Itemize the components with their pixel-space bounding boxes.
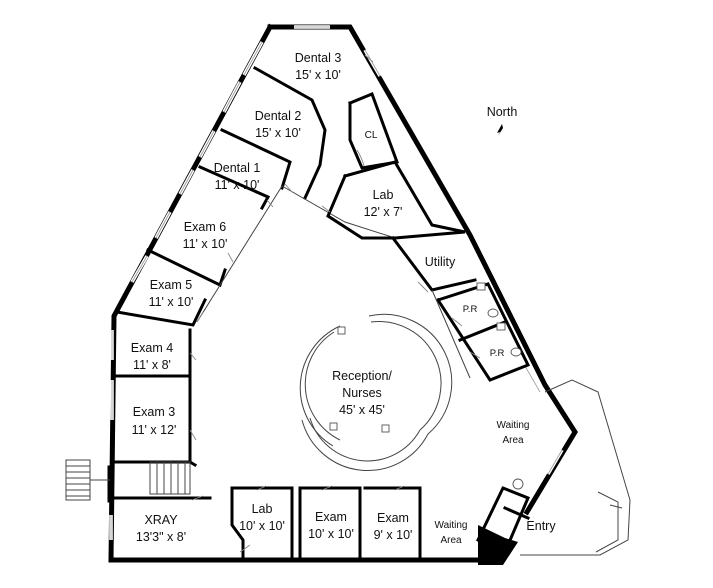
room-exam3-size: 11' x 12' — [132, 423, 177, 437]
room-exam4-size: 11' x 8' — [133, 358, 171, 372]
room-lab-top-size: 12' x 7' — [364, 205, 403, 219]
room-cl-name: CL — [365, 130, 378, 141]
room-exam3-name: Exam 3 — [133, 405, 175, 419]
room-entry-name: Entry — [526, 519, 556, 533]
room-waiting-bottom-line2: Area — [440, 535, 462, 546]
entry-deck — [520, 379, 631, 556]
room-dental1-size: 11' x 10' — [215, 178, 260, 192]
room-exam5-name: Exam 5 — [150, 278, 192, 292]
room-xray-name: XRAY — [144, 513, 178, 527]
entry-stair-block — [478, 525, 518, 565]
room-waiting-bottom-line1: Waiting — [435, 520, 468, 531]
stairs-left — [65, 459, 191, 501]
compass-label: North — [487, 105, 518, 119]
room-exam5-size: 11' x 10' — [149, 295, 194, 309]
door-swings — [189, 54, 481, 553]
room-exam-a-name: Exam — [315, 510, 347, 524]
room-pr2-name: P.R — [490, 348, 505, 359]
room-exam6-name: Exam 6 — [184, 220, 226, 234]
restroom-fixtures — [476, 282, 524, 490]
room-lab-bottom-size: 10' x 10' — [239, 519, 285, 533]
room-lab-top-name: Lab — [373, 188, 394, 202]
room-reception-line1: Reception/ — [332, 369, 392, 383]
room-exam-a-size: 10' x 10' — [308, 527, 354, 541]
room-waiting-right-line2: Area — [502, 435, 524, 446]
room-lab-bottom-name: Lab — [252, 502, 273, 516]
room-exam6-size: 11' x 10' — [183, 237, 228, 251]
room-xray-size: 13'3" x 8' — [136, 530, 186, 544]
room-reception-line2: Nurses — [342, 386, 382, 400]
room-labels: Dental 3 15' x 10' Dental 2 15' x 10' CL… — [131, 51, 557, 546]
room-utility-name: Utility — [425, 255, 456, 269]
room-exam-b-name: Exam — [377, 511, 409, 525]
windows — [109, 25, 564, 540]
room-exam4-name: Exam 4 — [131, 341, 173, 355]
interior-walls — [110, 65, 531, 562]
north-compass: North — [487, 105, 518, 136]
room-dental1-name: Dental 1 — [214, 161, 261, 175]
room-dental2-size: 15' x 10' — [255, 126, 301, 140]
room-dental2-name: Dental 2 — [255, 109, 302, 123]
room-waiting-right-line1: Waiting — [497, 420, 530, 431]
room-dental3-size: 15' x 10' — [295, 68, 341, 82]
room-reception-size: 45' x 45' — [339, 403, 385, 417]
room-pr1-name: P.R — [463, 304, 478, 315]
room-dental3-name: Dental 3 — [295, 51, 342, 65]
north-arrow-icon — [497, 124, 503, 136]
room-exam-b-size: 9' x 10' — [374, 528, 413, 542]
reception-desk — [299, 313, 453, 472]
